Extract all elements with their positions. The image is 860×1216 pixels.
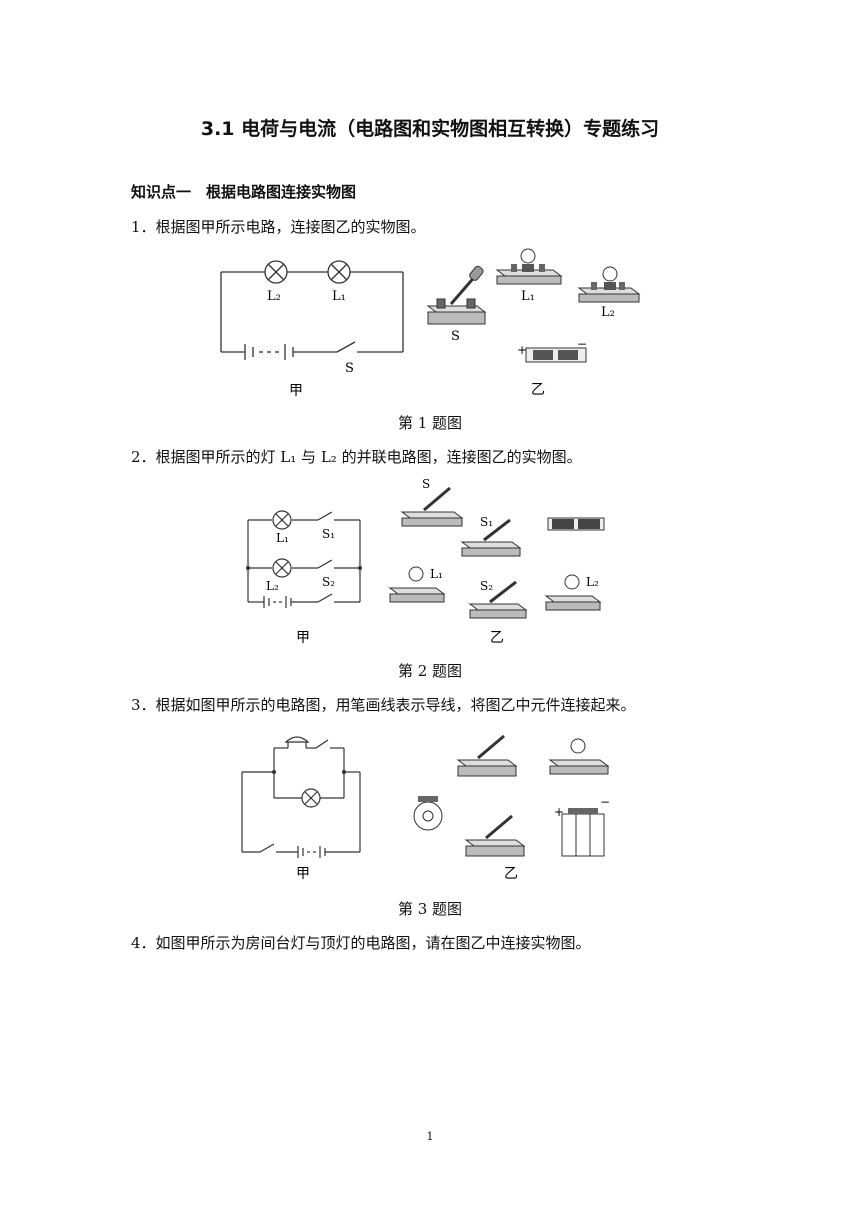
label-jia: 甲 (289, 383, 303, 399)
label-S1: S₁ (322, 527, 335, 541)
bulb-component (548, 738, 610, 775)
question-2-text: 2．根据图甲所示的灯 L₁ 与 L₂ 的并联电路图，连接图乙的实物图。 (131, 448, 582, 466)
bulb-L2-component (577, 266, 641, 303)
page-number: 1 (426, 1130, 434, 1143)
label-yi: 乙 (531, 382, 545, 398)
figure-2: L₁ S₁ L₂ S₂ 甲 S S₁ L₁ S₂ L₂ 乙 (246, 477, 605, 646)
bell-component (413, 796, 443, 831)
label-S2: S₂ (322, 575, 335, 589)
section-heading: 知识点一 根据电路图连接实物图 (131, 183, 357, 201)
label-plus: + (554, 805, 564, 819)
label-L2: L₂ (266, 579, 279, 593)
label-yi: 乙 (504, 866, 518, 882)
caption-1: 第 1 题图 (397, 414, 463, 432)
switch-S-component (400, 486, 464, 527)
figure-3: 甲 + − 乙 (241, 734, 610, 882)
label-jia: 甲 (296, 866, 310, 882)
bulb-L1-component (495, 248, 563, 285)
label-S-real: S (422, 477, 430, 491)
label-S: S (345, 361, 354, 376)
question-4-text: 4．如图甲所示为房间台灯与顶灯的电路图，请在图乙中连接实物图。 (131, 934, 591, 952)
switch-component-1 (456, 734, 518, 777)
label-S-real: S (451, 329, 460, 344)
label-plus: + (517, 343, 527, 357)
battery-component (525, 347, 587, 363)
bulb-L1-component (388, 566, 446, 603)
switch-component (426, 265, 487, 325)
switch-S2-component (468, 580, 528, 619)
label-L1: L₁ (276, 531, 289, 545)
label-S1-real: S₁ (480, 515, 493, 529)
label-yi: 乙 (490, 630, 504, 646)
question-1-text: 1．根据图甲所示电路，连接图乙的实物图。 (131, 218, 426, 236)
page-title: 3.1 电荷与电流（电路图和实物图相互转换）专题练习 (200, 118, 660, 140)
bulb-L2-component (544, 574, 602, 611)
label-L1-real: L₁ (521, 289, 535, 304)
caption-3: 第 3 题图 (397, 900, 463, 918)
question-3-text: 3．根据如图甲所示的电路图，用笔画线表示导线，将图乙中元件连接起来。 (131, 696, 636, 714)
label-jia: 甲 (296, 630, 310, 646)
battery-component (547, 517, 605, 531)
label-minus: − (600, 795, 610, 809)
figure-1: L₂ L₁ S 甲 S L₁ L₂ + − 乙 (220, 248, 641, 399)
label-L2-real: L₂ (601, 305, 615, 320)
switch-S1-component (460, 518, 522, 557)
label-minus: − (577, 337, 587, 351)
label-L2: L₂ (267, 289, 281, 304)
battery-pack-component (561, 808, 605, 857)
switch-component-2 (464, 814, 526, 857)
label-L1: L₁ (332, 289, 346, 304)
caption-2: 第 2 题图 (397, 662, 463, 680)
label-S2-real: S₂ (480, 579, 493, 593)
label-L1-real: L₁ (430, 567, 443, 581)
label-L2-real: L₂ (586, 575, 599, 589)
